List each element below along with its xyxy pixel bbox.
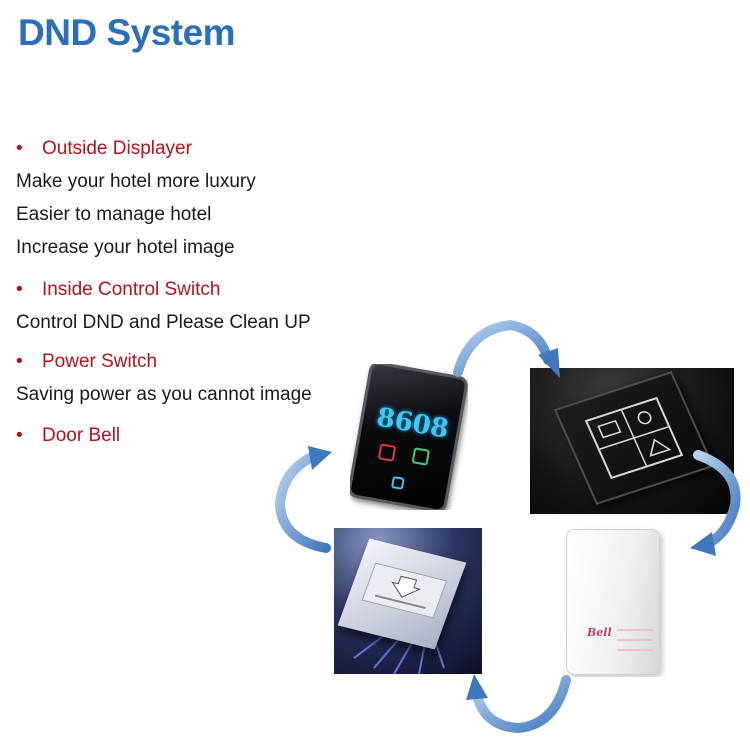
card-slot	[361, 562, 448, 619]
arrow-bottom-icon	[466, 674, 571, 734]
displayer-panel: 8608	[350, 364, 468, 510]
bullet-line: Saving power as you cannot image	[16, 384, 312, 405]
bullet-line: Easier to manage hotel	[16, 204, 212, 225]
bell-speaker-lines	[617, 629, 653, 651]
door-bell-image: Bell	[556, 525, 666, 677]
bullet-dot: •	[16, 138, 23, 159]
room-number-display: 8608	[374, 402, 451, 445]
bell-brand-label: Bell	[587, 626, 612, 639]
power-switch-image	[334, 528, 482, 674]
bullet-heading-power-switch: •Power Switch	[16, 351, 158, 372]
inside-control-switch-image	[530, 368, 734, 514]
bell-indicator-icon	[390, 475, 405, 490]
bullet-line: Make your hotel more luxury	[16, 171, 256, 192]
arrow-left-icon	[274, 446, 332, 553]
bullet-heading-inside-control-switch: •Inside Control Switch	[16, 279, 221, 300]
outside-displayer-image: 8608	[350, 364, 468, 510]
bullet-heading-door-bell: •Door Bell	[16, 425, 121, 446]
bell-icon	[649, 438, 672, 457]
bullet-line: Increase your hotel image	[16, 237, 235, 258]
page-title: DND System	[18, 12, 236, 53]
card-switch-plate	[337, 538, 467, 650]
bullet-dot: •	[16, 279, 23, 300]
down-arrow-icon	[374, 575, 426, 610]
bullet-heading-outside-displayer: •Outside Displayer	[16, 138, 192, 159]
door-bell-unit: Bell	[566, 529, 660, 675]
bullet-line: Control DND and Please Clean UP	[16, 312, 311, 333]
person-icon	[637, 411, 652, 425]
bullet-dot: •	[16, 351, 23, 372]
switch-icons	[597, 410, 672, 466]
bullet-dot: •	[16, 425, 23, 446]
switch-touch-area	[584, 396, 684, 480]
clean-indicator-icon	[411, 447, 431, 466]
switch-plate	[553, 371, 715, 505]
dnd-icon	[597, 419, 622, 439]
dnd-indicator-icon	[377, 443, 397, 462]
